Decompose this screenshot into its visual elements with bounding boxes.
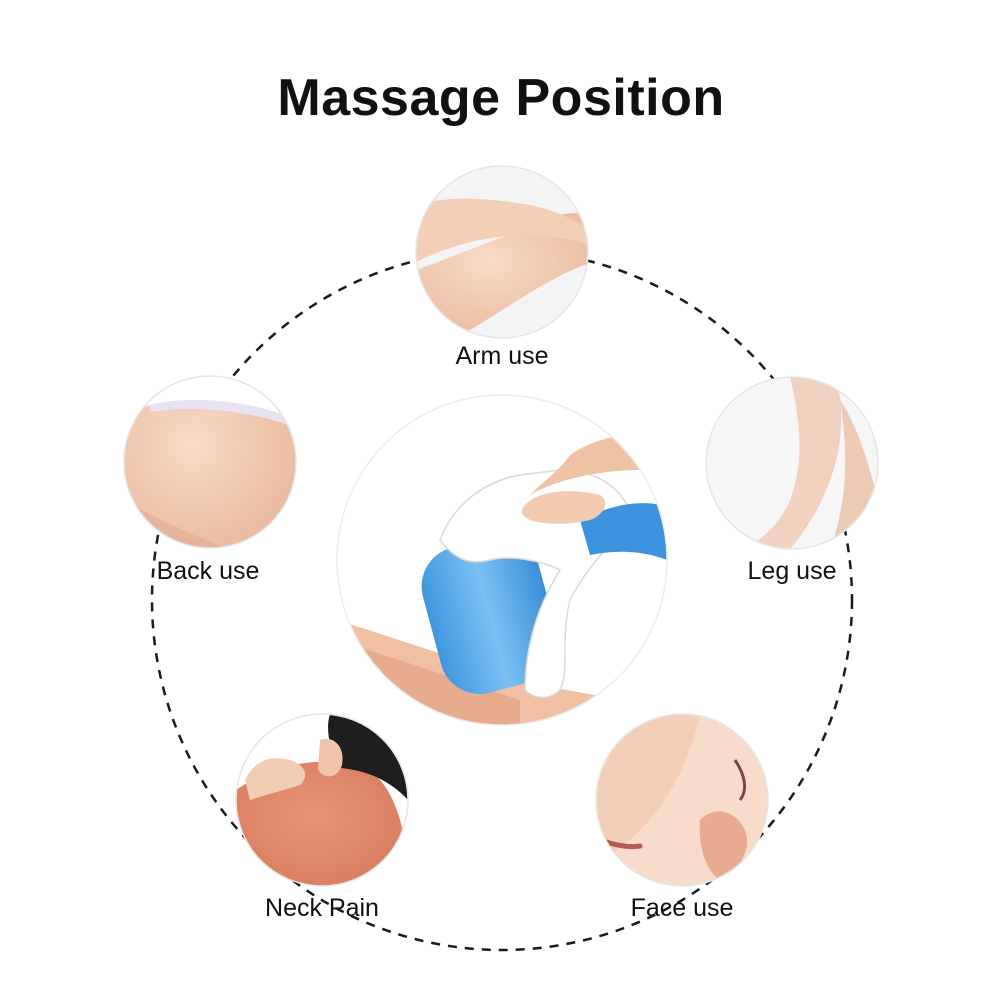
leg-use-label: Leg use	[747, 557, 837, 585]
leg-photo	[706, 377, 878, 549]
page-title: Massage Position	[277, 69, 725, 127]
face-use-label: Face use	[630, 894, 734, 922]
neck-photo	[236, 714, 408, 886]
back-use-label: Back use	[156, 557, 260, 585]
face-photo	[596, 714, 768, 886]
neck-pain-label: Neck Pain	[265, 894, 379, 922]
ice-roller-photo	[337, 395, 667, 725]
dashed-ring	[150, 248, 854, 952]
back-photo	[124, 376, 296, 548]
arm-photo	[416, 166, 588, 338]
arm-use-label: Arm use	[455, 342, 549, 370]
